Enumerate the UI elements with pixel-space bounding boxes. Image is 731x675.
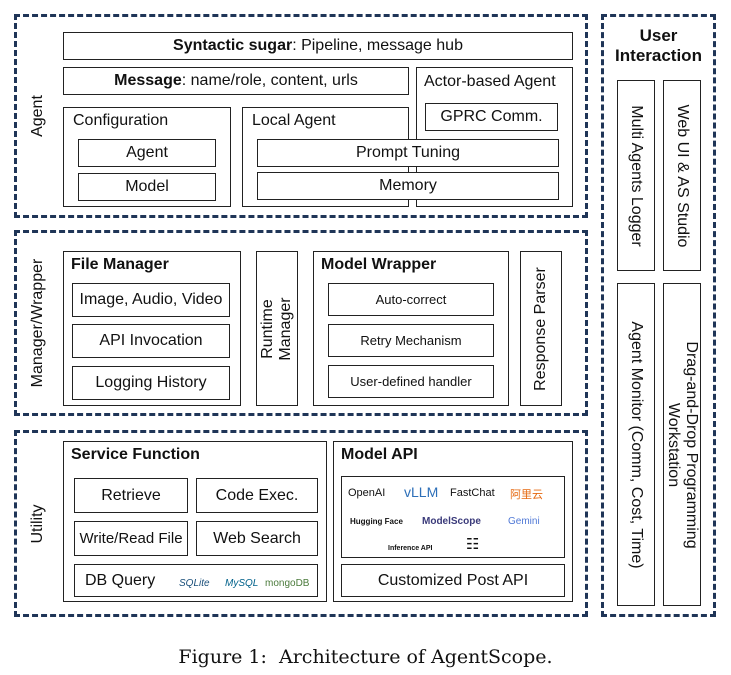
runtime-label-line1: Runtime	[259, 299, 276, 359]
drag-drop-line2: Workstation	[665, 402, 682, 488]
user-defined-handler-box: User-defined handler	[328, 365, 494, 398]
message-text: : name/role, content, urls	[181, 72, 358, 89]
model-api-title: Model API	[341, 446, 418, 463]
aliyun-logo-icon: 阿里云	[510, 489, 543, 501]
multi-agents-logger-box: Multi Agents Logger	[617, 80, 655, 271]
customized-post-api-box: Customized Post API	[341, 564, 565, 597]
config-model-box: Model	[78, 173, 216, 201]
model-api-logos-box: OpenAI vLLM FastChat 阿里云 Hugging Face Mo…	[341, 476, 565, 558]
local-agent-title: Local Agent	[252, 112, 336, 129]
manager-wrapper-layer	[14, 230, 588, 416]
vllm-logo-icon: vLLM	[404, 484, 439, 500]
user-interaction-title-line2: Interaction	[615, 46, 702, 65]
drag-drop-workstation-box: Drag-and-Drop Programming Workstation	[663, 283, 701, 606]
write-read-file-box: Write/Read File	[74, 521, 188, 556]
syntactic-sugar-box: Syntactic sugar: Pipeline, message hub	[63, 32, 573, 60]
user-interaction-title: User Interaction	[604, 26, 713, 66]
modelscope-logo-icon: ModelScope	[422, 516, 481, 527]
multi-agents-logger-label: Multi Agents Logger	[628, 105, 645, 247]
response-parser-label: Response Parser	[532, 267, 549, 391]
code-exec-box: Code Exec.	[196, 478, 318, 513]
syntactic-sugar-text: : Pipeline, message hub	[292, 37, 463, 54]
syntactic-sugar-label: Syntactic sugar	[173, 37, 293, 54]
config-agent-box: Agent	[78, 139, 216, 167]
auto-correct-box: Auto-correct	[328, 283, 494, 316]
db-query-label: DB Query	[85, 572, 156, 589]
web-ui-as-studio-label: Web UI & AS Studio	[674, 104, 691, 248]
mongodb-logo-icon: mongoDB	[265, 578, 310, 589]
runtime-manager-box: Runtime Manager	[256, 251, 298, 406]
figure-caption: Figure 1: Architecture of AgentScope.	[178, 646, 553, 668]
manager-wrapper-layer-label: Manager/Wrapper	[29, 258, 46, 388]
web-ui-as-studio-box: Web UI & AS Studio	[663, 80, 701, 271]
fastchat-logo-icon: FastChat	[450, 487, 495, 499]
runtime-manager-label: Runtime Manager	[259, 297, 295, 360]
memory-box: Memory	[257, 172, 559, 200]
inference-api-logo-icon: Inference API	[388, 545, 433, 552]
drag-drop-line1: Drag-and-Drop Programming	[683, 341, 700, 549]
utility-layer-label: Utility	[29, 504, 46, 544]
sqlite-logo-icon: SQLite	[179, 578, 210, 589]
runtime-label-line2: Manager	[277, 297, 294, 361]
configuration-title: Configuration	[73, 112, 169, 129]
gprc-comm-box: GPRC Comm.	[425, 103, 558, 131]
mysql-logo-icon: MySQL	[225, 578, 259, 589]
drag-drop-workstation-label: Drag-and-Drop Programming Workstation	[664, 341, 700, 548]
model-wrapper-title: Model Wrapper	[321, 256, 437, 273]
logging-history-box: Logging History	[72, 366, 230, 400]
agent-layer	[14, 14, 588, 218]
agent-monitor-label: Agent Monitor (Comm, Cost, Time)	[628, 321, 645, 569]
gemini-logo-icon: Gemini	[508, 516, 540, 527]
actor-based-agent-title: Actor-based Agent	[424, 73, 556, 90]
utility-layer	[14, 430, 588, 617]
user-interaction-title-line1: User	[639, 26, 678, 45]
web-search-box: Web Search	[196, 521, 318, 556]
user-interaction-panel	[601, 14, 716, 617]
file-manager-title: File Manager	[71, 256, 169, 273]
prompt-tuning-box: Prompt Tuning	[257, 139, 559, 167]
agent-monitor-box: Agent Monitor (Comm, Cost, Time)	[617, 283, 655, 606]
message-box: Message: name/role, content, urls	[63, 67, 409, 95]
hugging-face-logo-icon: Hugging Face	[350, 517, 403, 526]
agent-layer-label: Agent	[29, 95, 46, 137]
image-audio-video-box: Image, Audio, Video	[72, 283, 230, 317]
robot-icon: ☷	[466, 536, 480, 553]
response-parser-box: Response Parser	[520, 251, 562, 406]
api-invocation-box: API Invocation	[72, 324, 230, 358]
service-function-title: Service Function	[71, 446, 200, 463]
message-label: Message	[114, 72, 182, 89]
db-query-box: DB Query SQLite MySQL mongoDB	[74, 564, 318, 597]
openai-logo-icon: OpenAI	[348, 487, 386, 499]
retry-mechanism-box: Retry Mechanism	[328, 324, 494, 357]
retrieve-box: Retrieve	[74, 478, 188, 513]
